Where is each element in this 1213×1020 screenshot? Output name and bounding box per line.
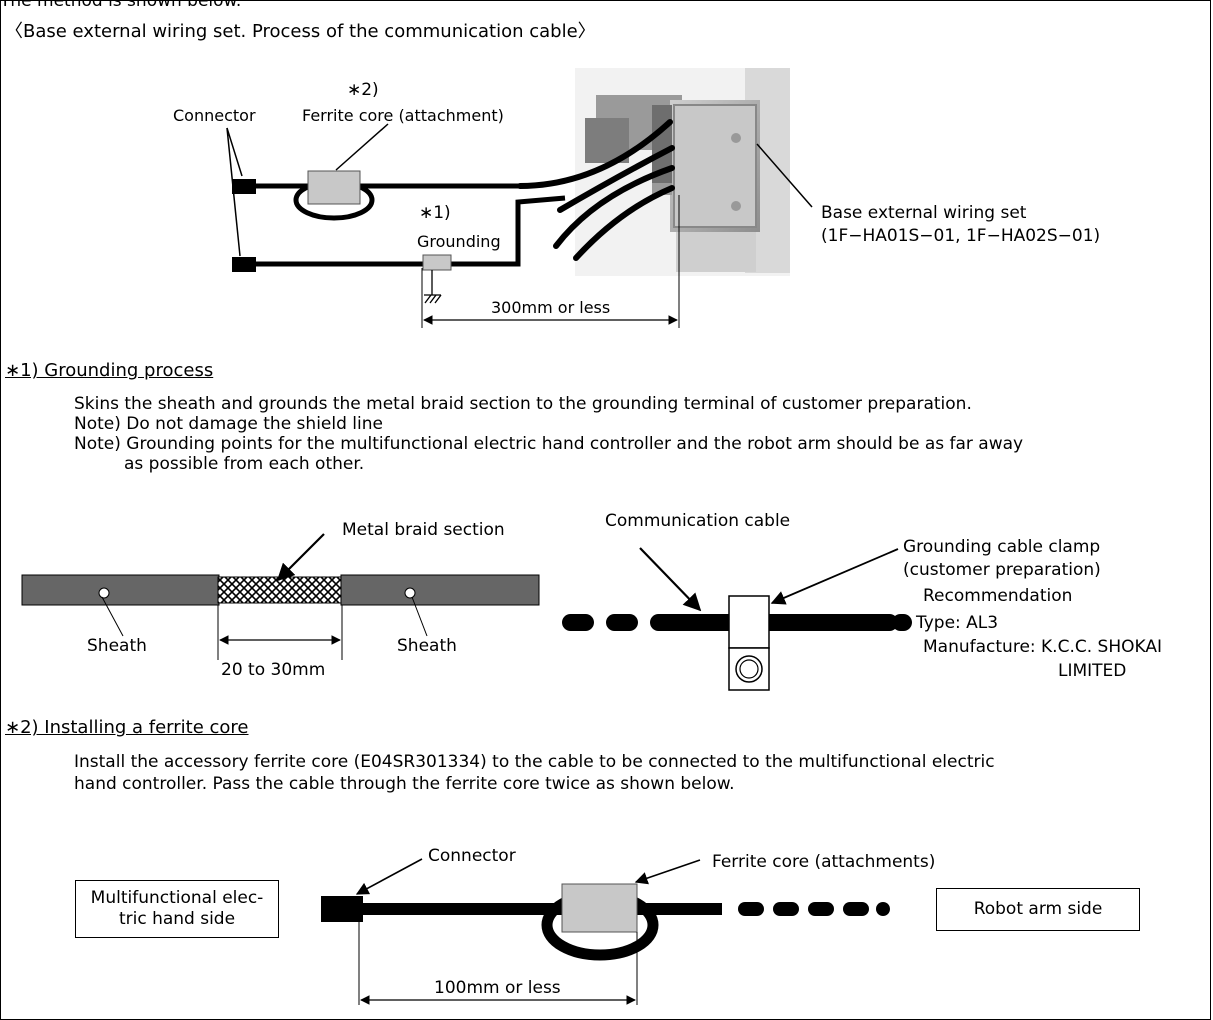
comm-cable xyxy=(650,614,898,631)
ferrite-label-1: Ferrite core (attachment) xyxy=(302,106,504,126)
connector-label-3: Connector xyxy=(428,846,516,866)
distance-label-1: 300mm or less xyxy=(491,298,610,318)
section1-title: ∗1) Grounding process xyxy=(5,361,213,381)
connector-arrow-3 xyxy=(357,859,422,894)
cable-dash-6 xyxy=(808,902,834,916)
ferrite-core-1 xyxy=(308,171,360,204)
metal-braid-label: Metal braid section xyxy=(342,520,505,540)
recommendation-label: Recommendation xyxy=(923,586,1072,606)
clamp-label-1: Grounding cable clamp xyxy=(903,537,1100,557)
hand-side-box: Multifunctional elec- tric hand side xyxy=(75,880,279,938)
section2-line1: Install the accessory ferrite core (E04S… xyxy=(74,752,995,772)
gap-label: 20 to 30mm xyxy=(221,660,325,680)
manufacture-label-2: LIMITED xyxy=(1058,661,1126,681)
cable-dash-7 xyxy=(843,902,869,916)
clamp-arrow xyxy=(772,549,898,603)
comm-cable-label: Communication cable xyxy=(605,511,790,531)
sheath-right-label: Sheath xyxy=(397,636,457,656)
manufacture-label: Manufacture: K.C.C. SHOKAI xyxy=(923,637,1162,657)
hand-side-line2: tric hand side xyxy=(76,909,278,930)
section1-line1: Skins the sheath and grounds the metal b… xyxy=(74,394,972,414)
ferrite-label-3: Ferrite core (attachments) xyxy=(712,852,935,872)
braid-arrow xyxy=(278,534,324,580)
clamp-label-2: (customer preparation) xyxy=(903,560,1101,580)
section1-note2-cont: as possible from each other. xyxy=(124,454,364,474)
sheath-left-label: Sheath xyxy=(87,636,147,656)
sheath-left xyxy=(22,575,219,605)
grounding-label: Grounding xyxy=(417,232,501,252)
ground-symbol xyxy=(424,270,441,303)
ground-ref: ∗1) xyxy=(419,203,451,223)
robot-arm-label: Robot arm side xyxy=(937,899,1139,920)
ferrite-leader xyxy=(336,124,388,170)
cable-dash-5 xyxy=(773,902,799,916)
comm-cable-arrow xyxy=(640,548,700,610)
wiring-set-label-2: (1F−HA01S−01, 1F−HA02S−01) xyxy=(821,226,1100,246)
connector-3 xyxy=(321,896,363,922)
section2-line2: hand controller. Pass the cable through … xyxy=(74,774,735,794)
ferrite-arrow-3 xyxy=(636,860,700,882)
ground-cable-clamp xyxy=(729,596,769,648)
cable-dash-3 xyxy=(892,614,912,631)
metal-braid xyxy=(218,577,342,603)
ferrite-core-2 xyxy=(562,884,637,932)
cable-dash-4 xyxy=(738,902,764,916)
ground-clamp-1 xyxy=(423,255,451,270)
cable-dash-2 xyxy=(606,614,638,631)
ferrite-ref: ∗2) xyxy=(347,80,379,100)
sheath-right xyxy=(341,575,539,605)
cable-dash-1 xyxy=(562,614,594,631)
section1-note1: Note) Do not damage the shield line xyxy=(74,414,383,434)
section2-title: ∗2) Installing a ferrite core xyxy=(5,718,249,738)
type-label: Type: AL3 xyxy=(916,613,998,633)
connector-label-1: Connector xyxy=(173,106,256,126)
hand-side-line1: Multifunctional elec- xyxy=(76,888,278,909)
connector-2 xyxy=(232,257,256,272)
wiring-set-label-1: Base external wiring set xyxy=(821,203,1026,223)
section1-note2: Note) Grounding points for the multifunc… xyxy=(74,434,1023,454)
cable-dash-8 xyxy=(876,902,890,916)
device-photo xyxy=(575,68,790,276)
connector-1 xyxy=(232,179,256,194)
distance-label-3: 100mm or less xyxy=(434,978,561,998)
robot-arm-box: Robot arm side xyxy=(936,888,1140,931)
cable-1 xyxy=(255,186,565,264)
